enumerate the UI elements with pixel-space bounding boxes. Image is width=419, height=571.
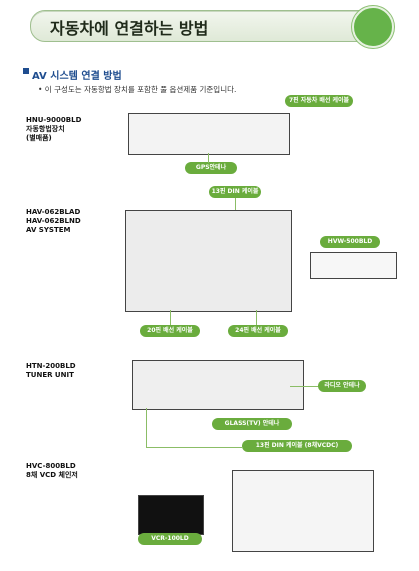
tag-t1: 7핀 자동차 배선 케이블 <box>285 95 353 107</box>
cable-vcdc <box>146 408 147 448</box>
cable-24pin <box>256 310 257 325</box>
car-icon <box>352 6 394 48</box>
tag-t3: 13핀 DIN 케이블 <box>209 186 261 198</box>
tag-t8: GLASS(TV) 안테나 <box>212 418 292 430</box>
tag-t2: GPS안테나 <box>185 162 237 174</box>
vcd-changer <box>232 470 374 552</box>
tag-t4: HVW-500BLD <box>320 236 380 248</box>
cable-din <box>235 198 236 210</box>
section-note: • 이 구성도는 자동항법 장치를 포함한 풀 옵션제품 기준입니다. <box>38 85 237 94</box>
tag-t10: VCR-100LD <box>138 533 202 545</box>
cable-20pin <box>170 310 171 325</box>
tag-t6: 24핀 배선 케이블 <box>228 325 288 337</box>
av-system-unit <box>125 210 292 312</box>
device-label-hav: HAV-062BLAD HAV-062BLND AV SYSTEM <box>26 208 81 234</box>
cable-gps <box>208 153 209 163</box>
section-title: AV 시스템 연결 방법 <box>32 71 122 82</box>
cable-vcdc-h <box>146 447 242 448</box>
bullet-square-icon <box>23 68 29 74</box>
device-label-hvc: HVC-800BLD 8채 VCD 체인저 <box>26 462 78 479</box>
navigation-unit <box>128 113 290 155</box>
hvw-module <box>310 252 397 279</box>
device-label-htn: HTN-200BLD TUNER UNIT <box>26 362 76 379</box>
page-title: 자동차에 연결하는 방법 <box>50 19 209 38</box>
cable-radio <box>290 386 318 387</box>
vcr-module <box>138 495 204 535</box>
device-label-hnu: HNU-9000BLD 자동항법장치 (별매품) <box>26 116 82 142</box>
header-banner <box>30 10 382 42</box>
tag-t9: 13핀 DIN 케이블 (8채VCDC) <box>242 440 352 452</box>
tuner-unit <box>132 360 304 410</box>
tag-t7: 라디오 안테나 <box>318 380 366 392</box>
tag-t5: 20핀 배선 케이블 <box>140 325 200 337</box>
